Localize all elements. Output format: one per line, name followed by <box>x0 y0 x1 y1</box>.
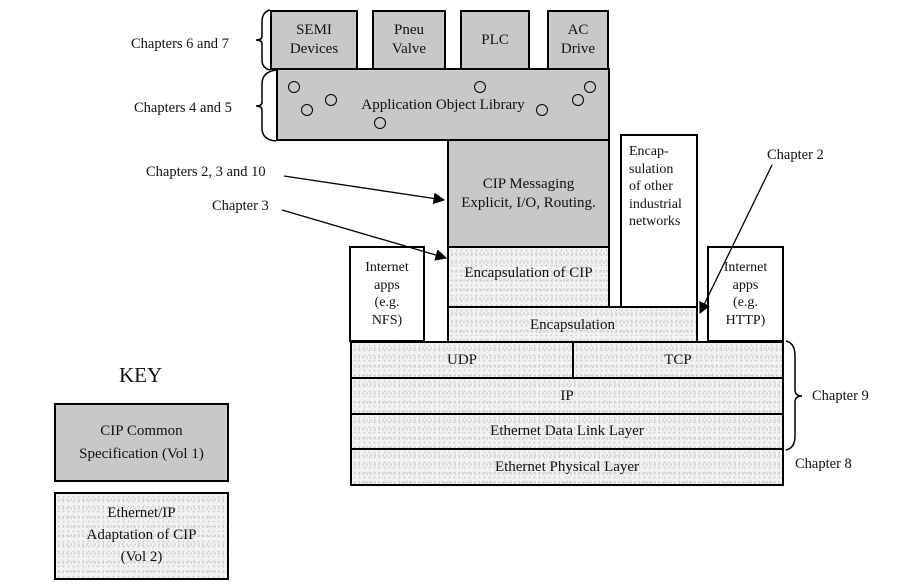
pneu-valve-box: Pneu Valve <box>372 10 446 70</box>
object-circle <box>474 81 486 93</box>
ethernet-data-link-label: Ethernet Data Link Layer <box>490 423 644 440</box>
udp-label: UDP <box>446 351 477 368</box>
internet-apps-right-line1: Internet <box>723 260 768 275</box>
plc-box: PLC <box>460 10 530 70</box>
encapsulation-box: Encapsulation <box>447 306 698 344</box>
cip-messaging-line2: Explicit, I/O, Routing. <box>461 194 596 211</box>
object-circle <box>536 104 548 116</box>
arrow-chapters-2-3-10 <box>283 175 446 205</box>
internet-apps-right-line4: HTTP) <box>725 312 766 328</box>
brace-chapters-4-5 <box>255 69 277 142</box>
internet-apps-left-line1: Internet <box>365 260 409 275</box>
encapsulation-of-cip-label: Encapsulation of CIP <box>464 265 593 282</box>
ethernet-physical-label: Ethernet Physical Layer <box>494 458 640 475</box>
label-chapter-9: Chapter 9 <box>812 388 869 404</box>
ac-drive-line1: AC <box>567 22 589 39</box>
semi-devices-line1: SEMI <box>296 22 332 39</box>
object-circle <box>374 117 386 129</box>
brace-chapter-9 <box>785 340 803 451</box>
encap-other-line1: Encap- <box>629 144 669 159</box>
pneu-valve-line2: Valve <box>391 41 427 57</box>
cip-messaging-box: CIP Messaging Explicit, I/O, Routing. <box>447 139 610 248</box>
pneu-valve-line1: Pneu <box>394 22 424 39</box>
internet-apps-nfs-box: Internet apps (e.g. NFS) <box>349 246 425 342</box>
semi-devices-box: SEMI Devices <box>270 10 358 70</box>
udp-box: UDP <box>350 341 574 379</box>
object-circle <box>584 81 596 93</box>
key-ethernet-ip-line2: Adaptation of CIP <box>86 527 197 544</box>
internet-apps-left-line2: apps <box>374 277 400 293</box>
key-ethernet-ip-line3: (Vol 2) <box>120 548 163 565</box>
label-chapters-6-7: Chapters 6 and 7 <box>131 36 229 52</box>
ethernet-physical-box: Ethernet Physical Layer <box>350 448 784 486</box>
ip-box: IP <box>350 377 784 415</box>
object-circle <box>572 94 584 106</box>
application-object-library-label: Application Object Library <box>361 97 525 114</box>
arrow-chapter-3 <box>281 209 448 261</box>
encap-other-line3: of other <box>629 179 673 194</box>
encap-other-line4: industrial <box>629 196 682 212</box>
internet-apps-left-line3: (e.g. <box>374 295 400 310</box>
object-circle <box>288 81 300 93</box>
key-cip-common-box: CIP Common Specification (Vol 1) <box>54 403 229 482</box>
encapsulation-other-networks-box: Encap- sulation of other industrial netw… <box>620 134 698 308</box>
label-chapter-8: Chapter 8 <box>795 456 852 472</box>
key-cip-common-line2: Specification (Vol 1) <box>79 445 204 462</box>
key-ethernet-ip-line1: Ethernet/IP <box>107 505 176 522</box>
semi-devices-line2: Devices <box>289 41 339 57</box>
ac-drive-line2: Drive <box>560 41 596 57</box>
encapsulation-of-cip-box: Encapsulation of CIP <box>447 246 610 309</box>
key-cip-common-line1: CIP Common <box>100 423 183 439</box>
ac-drive-box: AC Drive <box>547 10 609 70</box>
label-chapters-2-3-10: Chapters 2, 3 and 10 <box>146 164 266 180</box>
object-circle <box>301 104 313 116</box>
ip-label: IP <box>560 387 574 404</box>
encap-other-line5: networks <box>629 214 681 229</box>
internet-apps-right-line3: (e.g. <box>733 295 758 310</box>
key-ethernet-ip-box: Ethernet/IP Adaptation of CIP (Vol 2) <box>54 492 229 580</box>
object-circle <box>325 94 337 106</box>
encapsulation-label: Encapsulation <box>530 316 615 333</box>
key-title: KEY <box>119 363 163 387</box>
brace-chapters-6-7 <box>255 9 271 71</box>
plc-label: PLC <box>481 31 509 48</box>
label-chapters-4-5: Chapters 4 and 5 <box>134 100 232 116</box>
internet-apps-right-line2: apps <box>732 277 759 293</box>
tcp-label: TCP <box>664 351 692 368</box>
arrow-chapter-2 <box>699 164 773 315</box>
internet-apps-left-line4: NFS) <box>371 312 403 328</box>
label-chapter-3: Chapter 3 <box>212 198 269 214</box>
label-chapter-2: Chapter 2 <box>767 147 824 163</box>
encap-other-line2: sulation <box>629 161 674 177</box>
tcp-box: TCP <box>572 341 784 379</box>
cip-messaging-line1: CIP Messaging <box>482 175 575 192</box>
